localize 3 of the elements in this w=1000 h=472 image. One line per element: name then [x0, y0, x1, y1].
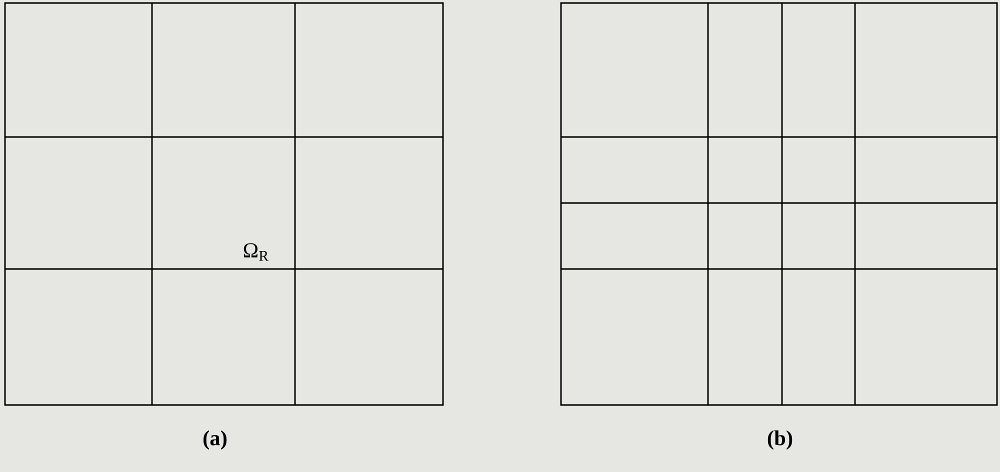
panel-label: (b)	[768, 430, 792, 450]
region-label: Ω$_{R}$	[244, 243, 269, 261]
panel-label: (a)	[204, 430, 226, 450]
